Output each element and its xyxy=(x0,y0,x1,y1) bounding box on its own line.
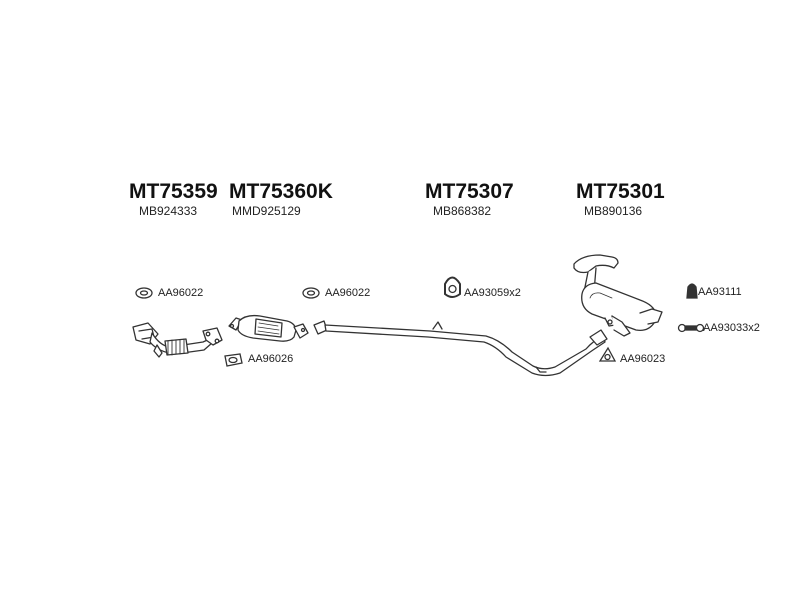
intermediate-pipe-drawing xyxy=(313,320,608,377)
rear-silencer-drawing xyxy=(573,254,663,337)
front-pipe-drawing xyxy=(132,322,223,358)
ring-gasket-icon xyxy=(302,287,320,299)
part-number-intermediate-pipe: MT75307 xyxy=(425,180,514,203)
part-number-rear-silencer: MT75301 xyxy=(576,180,665,203)
part-number-catalytic-converter: MT75360K xyxy=(229,180,333,203)
fitting-label-bolt-clamp: AA93033x2 xyxy=(703,322,760,334)
ring-gasket-icon xyxy=(135,287,153,299)
part-number-front-pipe: MT75359 xyxy=(129,180,218,203)
fitting-label-triangular-gasket: AA96023 xyxy=(620,353,666,365)
flange-gasket-icon xyxy=(224,353,243,367)
rubber-hanger-icon xyxy=(444,276,461,298)
triangular-gasket-icon xyxy=(598,346,617,362)
catalytic-converter-drawing xyxy=(228,314,309,342)
fitting-label-rubber-mount: AA93111 xyxy=(698,286,742,298)
fitting-label-flange-gasket: AA96026 xyxy=(248,353,294,365)
fitting-label-front-gasket: AA96022 xyxy=(158,287,204,299)
rubber-mount-icon xyxy=(686,283,698,299)
oem-number-intermediate-pipe: MB868382 xyxy=(433,204,492,218)
oem-number-front-pipe: MB924333 xyxy=(139,204,198,218)
oem-number-catalytic-converter: MMD925129 xyxy=(232,204,301,218)
fitting-label-catalyst-gasket: AA96022 xyxy=(325,287,371,299)
bolt-clamp-icon xyxy=(677,323,705,333)
fitting-label-rubber-hanger: AA93059x2 xyxy=(464,287,521,299)
oem-number-rear-silencer: MB890136 xyxy=(584,204,643,218)
